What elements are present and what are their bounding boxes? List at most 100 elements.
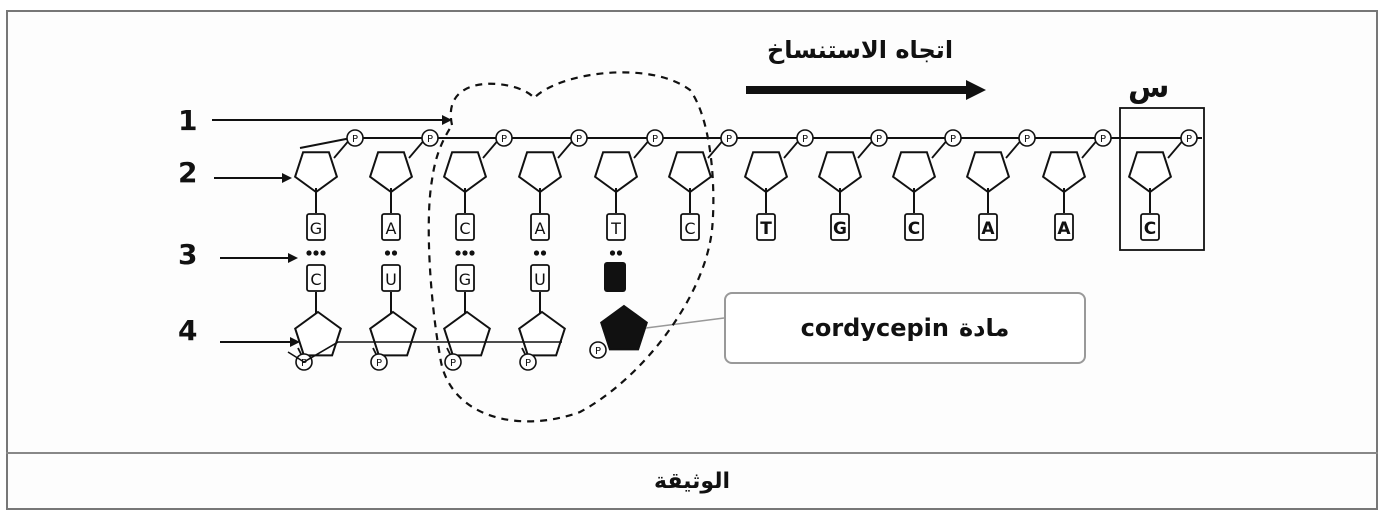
pointer-arrow-3-head	[288, 253, 298, 263]
template-sugar-5	[593, 151, 639, 194]
hbond-dot-1-3	[320, 250, 326, 256]
template-phosphate-5-label: P	[652, 134, 658, 145]
template-sugar-11	[1041, 151, 1087, 194]
template-phosphate-2-label: P	[427, 134, 433, 145]
hbond-dot-3-1	[455, 250, 461, 256]
template-phosphate-11-label: P	[1100, 134, 1106, 145]
template-base-4	[530, 213, 550, 241]
template-phosphate-9-label: P	[950, 134, 956, 145]
nucleotide-x-box	[1119, 107, 1205, 251]
template-sugar-12	[1127, 151, 1173, 194]
template-base-7	[756, 213, 776, 241]
template-base-1-letter: G	[310, 219, 322, 238]
template-base-2-letter: A	[386, 219, 397, 238]
rna-base-4-letter: U	[534, 270, 546, 289]
rna-sugar-2	[369, 310, 417, 357]
template-phosphate-12-label: P	[1186, 134, 1192, 145]
template-sugar-7	[743, 151, 789, 194]
template-base-12	[1140, 213, 1160, 241]
rna-phosphate-2-label: P	[376, 358, 382, 369]
hbond-dot-3-3	[469, 250, 475, 256]
template-phosphate-5	[646, 129, 664, 147]
template-sugar-4	[517, 151, 563, 194]
template-base-7-letter: T	[760, 219, 772, 239]
template-base-3	[455, 213, 475, 241]
rna-phosphate-4-label: P	[525, 358, 531, 369]
rna-phosphate-5-label: P	[595, 346, 601, 357]
template-phosphate-7-label: P	[802, 134, 808, 145]
template-base-8	[830, 213, 850, 241]
hbond-dot-3-2	[462, 250, 468, 256]
template-base-8-letter: G	[833, 219, 847, 239]
hbond-dot-4-2	[540, 250, 547, 256]
hbond-dot-2-2	[391, 250, 398, 256]
template-phosphate-4	[570, 129, 588, 147]
template-sugar-1	[293, 151, 339, 194]
template-base-4-letter: A	[535, 219, 546, 238]
template-base-11-letter: A	[1057, 219, 1071, 239]
template-phosphate-8	[870, 129, 888, 147]
rna-sugar-3	[443, 310, 491, 357]
template-base-6	[680, 213, 700, 241]
figure-caption: الوثيقة	[653, 468, 730, 494]
rna-phosphate-2	[370, 353, 388, 371]
template-phosphate-6	[720, 129, 738, 147]
cordycepin-sugar	[600, 304, 648, 351]
template-base-12-letter: C	[1144, 219, 1156, 239]
template-phosphate-3-label: P	[501, 134, 507, 145]
template-phosphate-1	[346, 129, 364, 147]
pointer-label-3: 3	[178, 238, 198, 271]
direction-arrow-head	[966, 80, 986, 100]
pointer-arrow-4-head	[290, 337, 300, 347]
template-sugar-9	[891, 151, 937, 194]
hbond-dot-5-1	[609, 250, 616, 256]
rna-base-3-letter: G	[459, 270, 471, 289]
rna-phosphate-1-label: P	[301, 358, 307, 369]
template-phosphate-2	[421, 129, 439, 147]
nucleotide-x-label: س	[1128, 70, 1170, 105]
rna-backbone	[287, 341, 562, 363]
template-phosphate-6-label: P	[726, 134, 732, 145]
rna-phosphate-3	[444, 353, 462, 371]
template-phosphate-9	[944, 129, 962, 147]
caption-divider	[6, 452, 1378, 454]
template-base-2	[381, 213, 401, 241]
hbond-dot-1-1	[306, 250, 312, 256]
rna-base-3	[455, 264, 475, 292]
figure-frame	[6, 10, 1378, 510]
template-phosphate-1-label: P	[352, 134, 358, 145]
rna-phosphate-5	[589, 341, 607, 359]
callout-prefix: مادة	[959, 314, 1010, 342]
transcription-direction-label: اتجاه الاستنساخ	[766, 36, 954, 64]
rna-phosphate-4	[519, 353, 537, 371]
template-sugar-8	[817, 151, 863, 194]
rna-base-2-letter: U	[385, 270, 397, 289]
pointer-label-4: 4	[178, 314, 198, 347]
rna-base-4	[530, 264, 550, 292]
template-phosphate-7	[796, 129, 814, 147]
template-base-9-letter: C	[908, 219, 920, 239]
template-phosphate-11	[1094, 129, 1112, 147]
template-base-11	[1054, 213, 1074, 241]
callout-pointer	[645, 317, 725, 329]
template-phosphate-4-label: P	[576, 134, 582, 145]
template-phosphate-10	[1018, 129, 1036, 147]
cordycepin-callout: cordycepin مادة	[724, 292, 1086, 364]
template-sugar-6	[667, 151, 713, 194]
pointer-label-2: 2	[178, 156, 198, 189]
template-base-5-letter: T	[610, 219, 621, 238]
template-base-6-letter: C	[684, 219, 695, 238]
rna-base-1	[306, 264, 326, 292]
pointer-label-1: 1	[178, 104, 198, 137]
template-base-9	[904, 213, 924, 241]
hbond-dot-2-1	[384, 250, 391, 256]
hbond-dot-5-2	[616, 250, 623, 256]
template-phosphate-10-label: P	[1024, 134, 1030, 145]
rna-sugar-1	[294, 310, 342, 357]
callout-name: cordycepin	[800, 314, 949, 342]
hbond-dot-1-2	[313, 250, 319, 256]
rna-base-1-letter: C	[310, 270, 321, 289]
template-sugar-2	[368, 151, 414, 194]
template-base-3-letter: C	[459, 219, 470, 238]
